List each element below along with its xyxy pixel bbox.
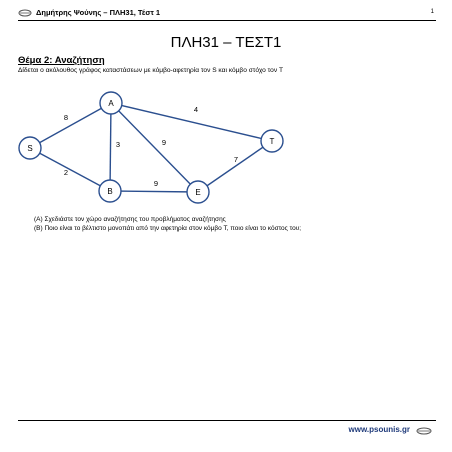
node-circle — [98, 179, 122, 203]
edge-s-a — [29, 102, 112, 149]
node-circle — [186, 180, 210, 204]
page-footer: www.psounis.gr — [18, 420, 436, 440]
edge-weight-a-e: 9 — [162, 138, 166, 147]
node-label: B — [107, 187, 112, 196]
graph-node-t: T — [260, 129, 284, 153]
question-a: (A) Σχεδιάστε τον χώρο αναζήτησης του πρ… — [34, 216, 226, 223]
graph-node-e: E — [186, 180, 210, 204]
edge-a-b — [109, 102, 112, 192]
edge-weight-e-t: 7 — [234, 155, 238, 164]
node-circle — [99, 91, 123, 115]
graph-node-s: S — [18, 136, 42, 160]
edge-weight-s-a: 8 — [64, 113, 68, 122]
question-b: (B) Ποιο είναι το βέλτιστο μονοπάτι από … — [34, 224, 302, 232]
edge-s-b — [29, 147, 111, 192]
footer-divider — [18, 420, 436, 421]
page-number: 1 — [430, 9, 434, 15]
node-label: T — [270, 137, 275, 146]
graph-node-b: B — [98, 179, 122, 203]
document-title: ΠΛΗ31 – ΤΕΣΤ1 — [170, 34, 282, 51]
graph-node-a: A — [99, 91, 123, 115]
website-link[interactable]: www.psounis.gr — [348, 425, 410, 434]
node-label: S — [27, 144, 32, 153]
node-label: A — [108, 99, 114, 108]
edge-weight-a-t: 4 — [194, 105, 198, 114]
edge-weight-b-e: 9 — [154, 179, 158, 188]
edge-weight-s-b: 2 — [64, 168, 68, 177]
header-divider — [18, 20, 436, 21]
intro-text: Δίδεται ο ακόλουθος γράφος καταστάσεων μ… — [18, 67, 284, 74]
logo-icon — [416, 427, 432, 435]
edge-b-e — [109, 190, 199, 193]
node-circle — [18, 136, 42, 160]
edge-weight-a-b: 3 — [116, 140, 120, 149]
node-circle — [260, 129, 284, 153]
edge-e-t — [197, 140, 273, 193]
section-title: Θέμα 2: Αναζήτηση — [18, 55, 105, 66]
questions: (A) Σχεδιάστε τον χώρο αναζήτησης του πρ… — [34, 216, 301, 233]
logo-icon — [18, 9, 32, 17]
edge-a-t — [110, 102, 273, 142]
node-label: E — [195, 188, 200, 197]
header-title: Δημήτρης Ψούνης – ΠΛΗ31, Τέστ 1 — [36, 8, 161, 17]
page-header: Δημήτρης Ψούνης – ΠΛΗ31, Τέστ 1 1 — [18, 6, 436, 22]
